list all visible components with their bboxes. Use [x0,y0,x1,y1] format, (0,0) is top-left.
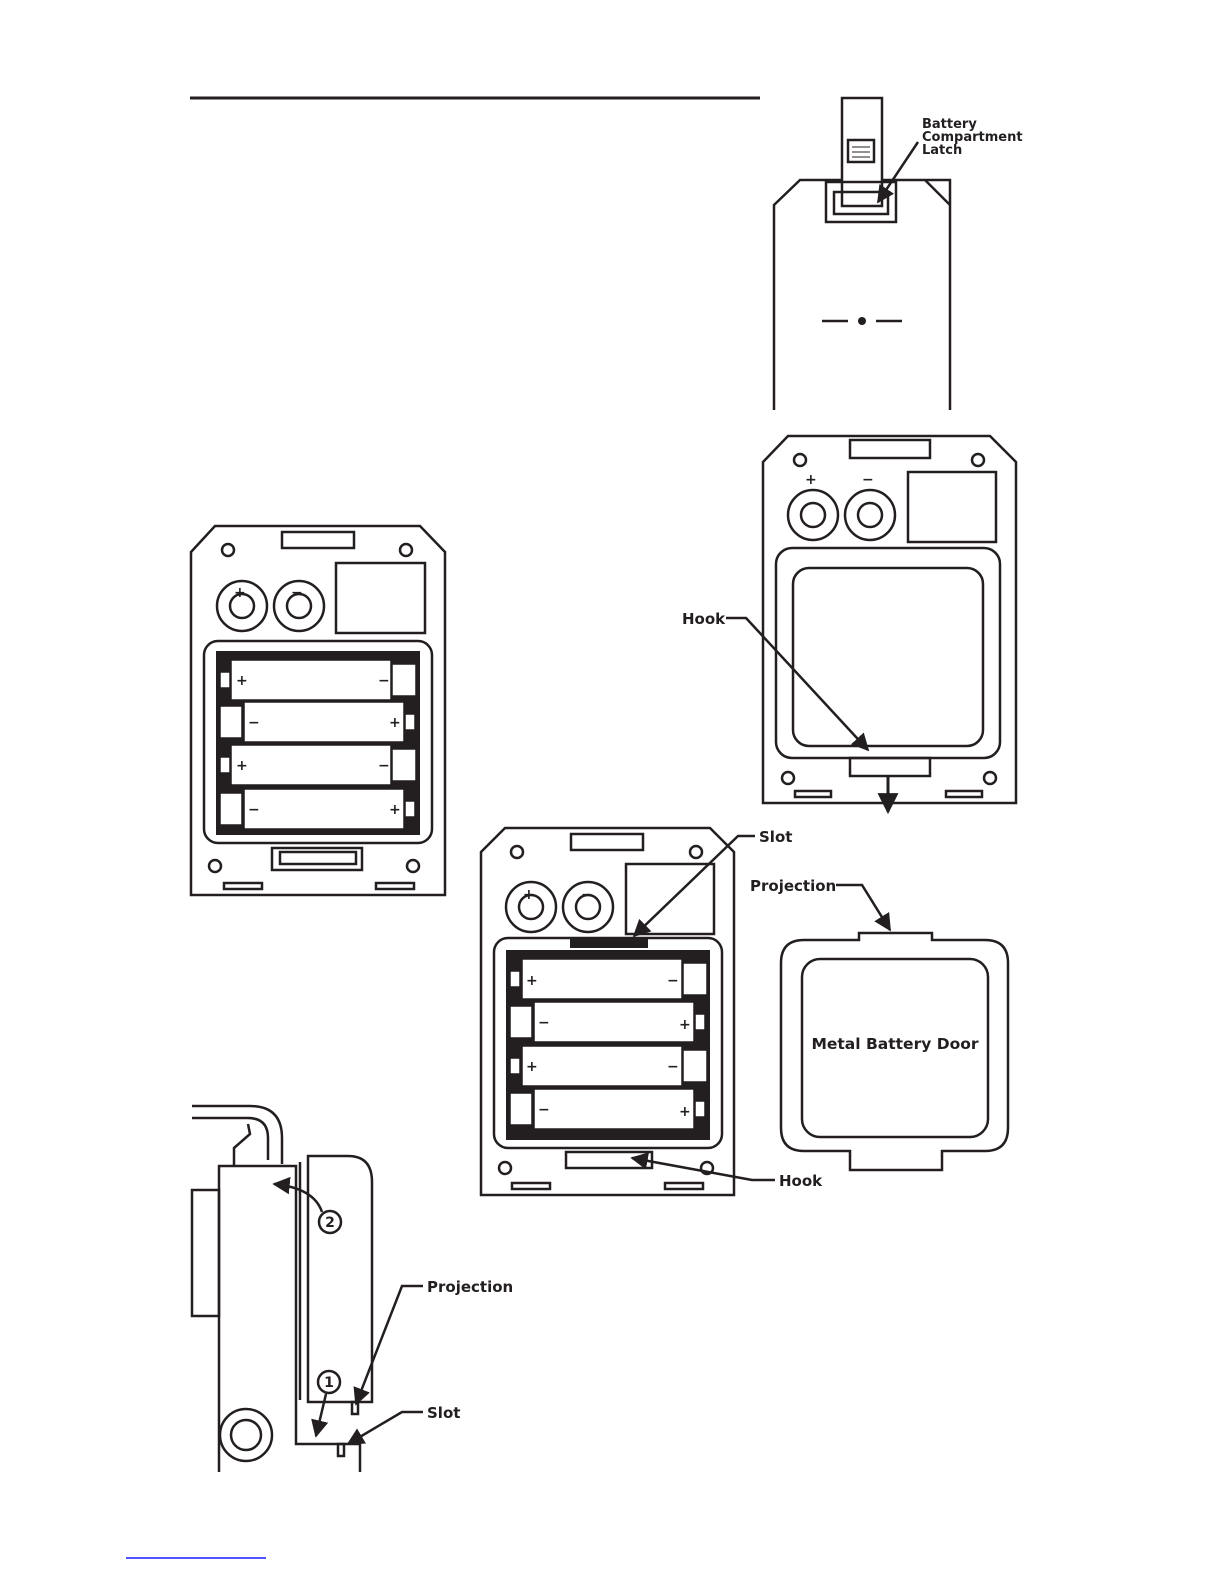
svg-text:−: − [862,472,874,488]
svg-text:+: + [234,585,246,601]
projection-label-door: Projection [750,877,836,895]
compartment-with-door-figure [763,436,1016,803]
slot-arrow-side [348,1412,423,1444]
loaded-compartment-figure-left [191,526,445,895]
svg-text:−: − [378,673,390,689]
latch-arrow [878,142,918,202]
side-view-figure [192,1106,372,1472]
svg-text:−: − [291,585,303,601]
svg-text:Latch: Latch [922,143,962,158]
svg-text:−: − [667,1059,679,1075]
projection-label-side: Projection [427,1278,513,1296]
svg-text:+: + [236,673,248,689]
svg-text:−: − [538,1015,550,1031]
svg-text:+: + [389,802,401,818]
slot-arrow-center [634,836,755,936]
svg-text:1: 1 [324,1375,334,1391]
svg-text:+: + [805,472,817,488]
metal-battery-door-label: Metal Battery Door [811,1035,978,1053]
hook-label-upper: Hook [682,610,726,628]
projection-arrow-side [356,1286,423,1404]
compartment-with-door-polarity: + − [805,472,874,488]
hook-arrow-upper [726,618,868,750]
projection-arrow-door [836,885,890,930]
hook-label-lower: Hook [779,1172,823,1190]
svg-text:−: − [581,887,593,903]
svg-text:+: + [236,758,248,774]
slot-label-center: Slot [759,828,792,846]
loaded-compartment-figure-center [481,828,734,1195]
svg-text:+: + [389,715,401,731]
svg-text:+: + [679,1104,691,1120]
svg-text:−: − [667,973,679,989]
svg-text:+: + [526,973,538,989]
step-one-arrow [316,1394,326,1436]
side-view-step-numbers: 2 1 [324,1215,335,1391]
latch-label: Battery Compartment Latch [922,117,1023,158]
svg-text:−: − [378,758,390,774]
slot-label-side: Slot [427,1404,460,1422]
svg-text:+: + [679,1017,691,1033]
step-two-arrow [274,1184,322,1212]
svg-text:−: − [538,1102,550,1118]
svg-text:−: − [248,715,260,731]
svg-text:+: + [526,1059,538,1075]
svg-text:−: − [248,802,260,818]
svg-text:2: 2 [325,1215,335,1231]
hook-arrow-lower [632,1158,775,1180]
svg-text:+: + [523,887,535,903]
